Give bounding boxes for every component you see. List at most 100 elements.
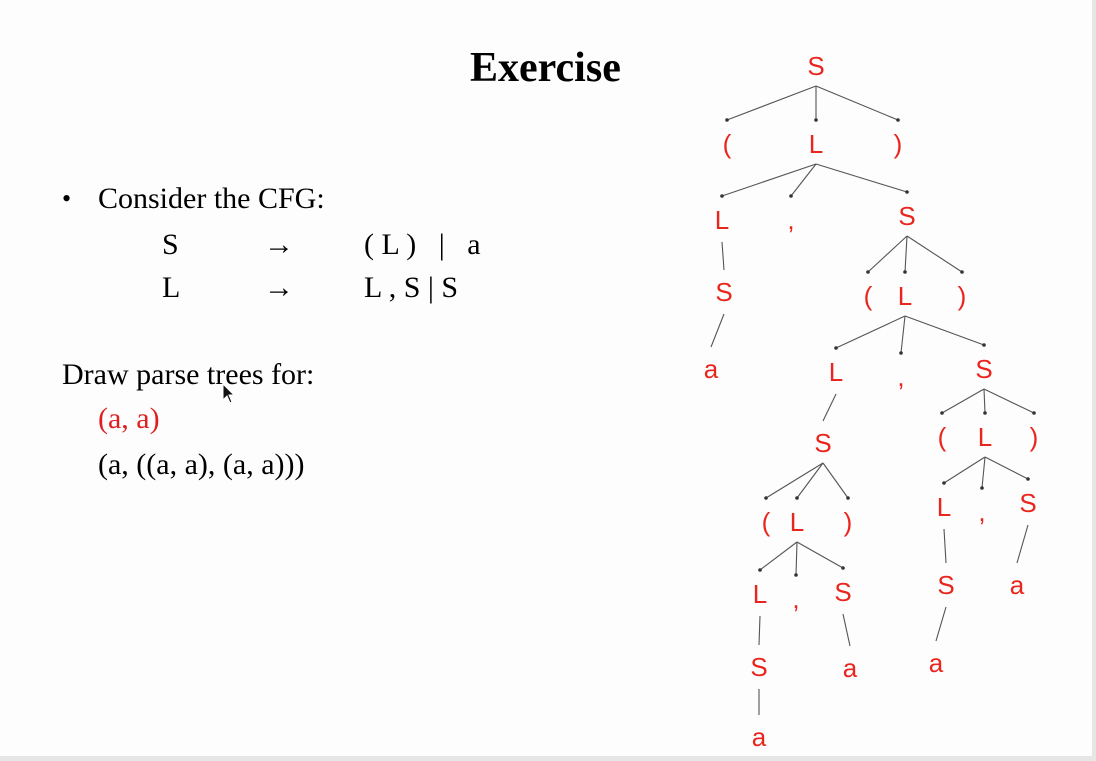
tree-edge-endpoint — [764, 496, 768, 500]
tree-edge-endpoint — [789, 194, 793, 198]
tree-node-S: S — [937, 570, 954, 600]
tree-edge — [904, 235, 908, 273]
tree-edge — [815, 85, 899, 121]
tree-edge — [765, 462, 824, 499]
tree-edge — [796, 462, 824, 499]
tree-edge-endpoint — [960, 270, 964, 274]
tree-node-L: L — [978, 422, 992, 452]
tree-node-L: L — [829, 357, 843, 387]
tree-edge — [822, 393, 837, 422]
tree-edge — [758, 615, 761, 646]
tree-node-rparen: ) — [844, 507, 853, 537]
rule-rhs: L , S | S — [364, 271, 459, 304]
tree-node-comma: , — [787, 205, 794, 235]
tree-node-S: S — [750, 652, 767, 682]
tree-node-comma: , — [897, 362, 904, 392]
arrow-icon: → — [264, 271, 294, 304]
tree-edge — [796, 541, 844, 569]
tree-edge — [935, 606, 947, 642]
tree-edge-endpoint — [1032, 411, 1036, 415]
tree-edge — [726, 85, 817, 121]
tree-node-rparen: ) — [1030, 422, 1039, 452]
rule-lhs: L — [162, 271, 181, 304]
tree-edge — [943, 528, 947, 564]
tree-edge-endpoint — [795, 496, 799, 500]
tree-node-L: L — [790, 507, 804, 537]
tree-edge — [721, 241, 725, 271]
tree-node-L: L — [715, 205, 729, 235]
tree-node-S: S — [807, 51, 824, 81]
tree-node-S: S — [715, 277, 732, 307]
tree-edge-endpoint — [814, 118, 818, 122]
tree-edge — [815, 163, 908, 193]
tree-edge — [790, 163, 817, 197]
tree-edge — [983, 388, 986, 414]
tree-edge-endpoint — [980, 486, 984, 490]
tree-edge-endpoint — [983, 411, 987, 415]
mouse-pointer-icon — [222, 383, 236, 404]
tree-edge-endpoint — [841, 566, 845, 570]
bullet-icon: • — [62, 184, 72, 213]
example-string: (a, a) — [98, 402, 160, 435]
tree-node-rparen: ) — [894, 129, 903, 159]
tree-node-L: L — [937, 492, 951, 522]
tree-edge — [904, 315, 985, 346]
tree-node-a: a — [843, 653, 858, 683]
tree-edge-endpoint — [834, 346, 838, 350]
arrow-icon: → — [264, 228, 294, 261]
cfg-intro: Consider the CFG: — [98, 182, 325, 215]
tree-edge — [710, 313, 725, 348]
tree-edge-endpoint — [725, 118, 729, 122]
tree-edge-endpoint — [846, 496, 850, 500]
tree-edge — [1016, 524, 1029, 564]
tree-node-S: S — [814, 428, 831, 458]
tree-node-lparen: ( — [938, 422, 947, 452]
tree-edge — [721, 163, 817, 197]
tree-edge-endpoint — [1026, 477, 1030, 481]
tree-edge — [984, 456, 1029, 480]
tree-edge — [867, 235, 908, 273]
tree-node-comma: , — [978, 497, 985, 527]
tree-edge — [981, 456, 986, 489]
tree-edge-endpoint — [899, 351, 903, 355]
tree-edge-endpoint — [903, 270, 907, 274]
tree-node-a: a — [704, 354, 719, 384]
tree-edge-endpoint — [982, 343, 986, 347]
slide-title: Exercise — [470, 45, 621, 91]
rule-rhs: ( L ) | a — [364, 228, 481, 261]
tree-node-a: a — [929, 648, 944, 678]
tree-edge — [822, 462, 849, 499]
tree-edges — [710, 85, 1036, 715]
example-string: (a, ((a, a), (a, a))) — [98, 448, 305, 481]
tree-edge-endpoint — [720, 194, 724, 198]
tree-edge — [795, 541, 798, 576]
tree-node-lparen: ( — [723, 129, 732, 159]
tree-node-S: S — [975, 354, 992, 384]
tree-edge — [943, 456, 986, 484]
rule-lhs: S — [162, 228, 179, 261]
tree-edge — [983, 388, 1035, 414]
exercise-prompt: Draw parse trees for: — [62, 358, 315, 391]
tree-node-comma: , — [792, 584, 799, 614]
tree-edge — [835, 315, 906, 349]
tree-edge-endpoint — [940, 411, 944, 415]
tree-node-L: L — [753, 579, 767, 609]
tree-edge-endpoint — [794, 573, 798, 577]
tree-edge — [759, 541, 798, 571]
tree-edge — [906, 235, 963, 273]
tree-node-lparen: ( — [864, 281, 873, 311]
tree-node-L: L — [809, 129, 823, 159]
tree-node-lparen: ( — [762, 507, 771, 537]
tree-edge-endpoint — [866, 270, 870, 274]
tree-node-L: L — [898, 281, 912, 311]
tree-node-a: a — [1010, 570, 1025, 600]
tree-node-S: S — [898, 201, 915, 231]
tree-edge — [900, 315, 906, 354]
tree-edge-endpoint — [758, 568, 762, 572]
tree-edge — [842, 613, 851, 647]
tree-edge-endpoint — [942, 481, 946, 485]
tree-node-S: S — [1019, 488, 1036, 518]
